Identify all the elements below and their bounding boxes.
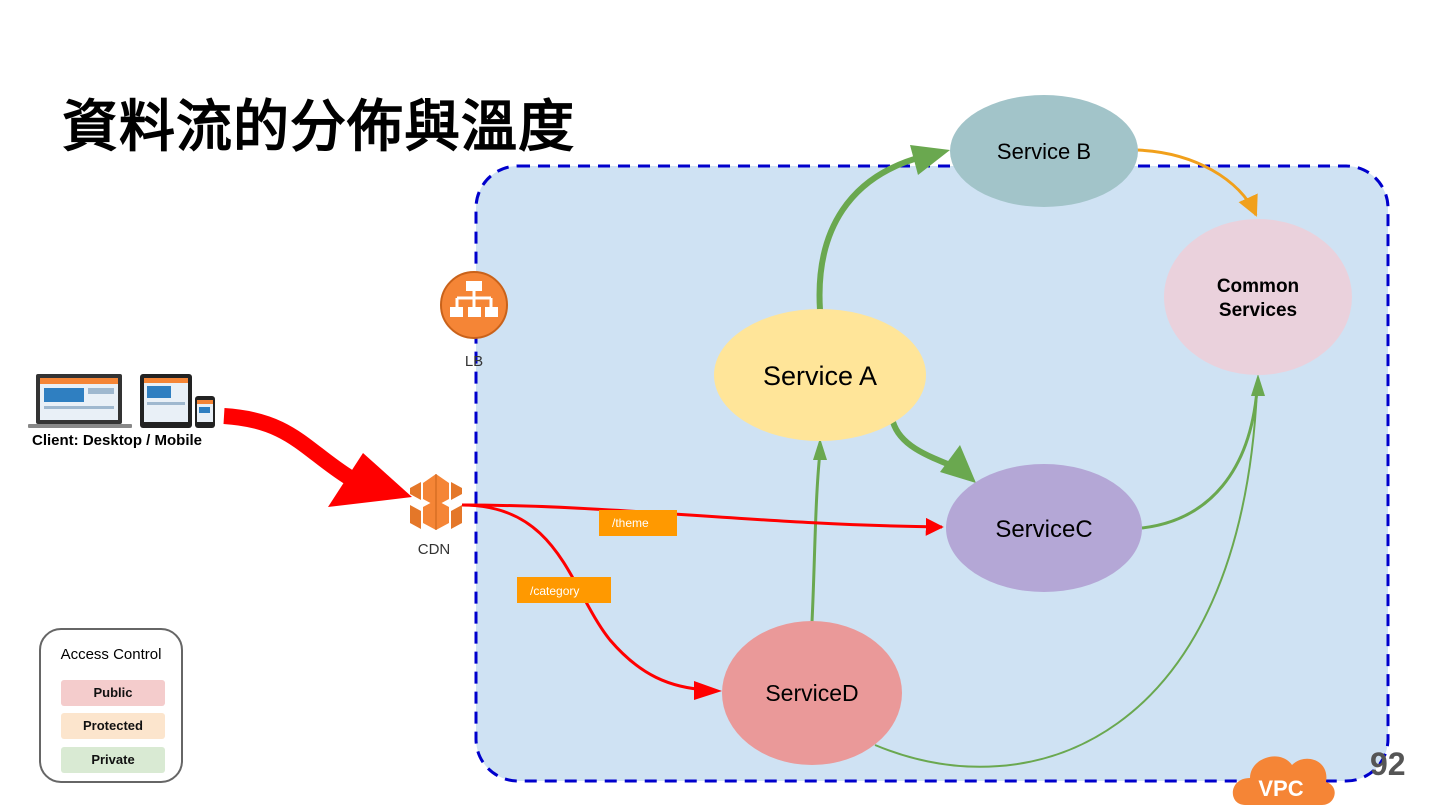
service-a-label: Service A [763,361,877,391]
vpc-label: VPC [1258,776,1303,801]
cdn-label: CDN [418,541,451,558]
laptop-icon [28,374,132,428]
flow-c-to-common [1141,389,1259,530]
service-d-node [722,621,902,765]
vpc-cloud-icon [1232,756,1335,805]
load-balancer-icon [440,271,508,339]
flow-a-to-c [890,420,957,470]
legend-title: Access Control [60,646,162,663]
common-services-node [1164,219,1352,375]
page-title: 資料流的分佈與溫度 [62,95,575,160]
service-a-node [714,309,926,441]
cdn-icon [410,474,462,530]
flow-a-to-b [816,153,926,311]
service-d-label: ServiceD [765,680,858,706]
service-c-label: ServiceC [995,516,1092,543]
access-control-legend: Access Control Public Protected Private [39,628,183,783]
flow-client-to-cdn-arrowhead [328,453,412,507]
route-label-theme: /theme [612,516,649,530]
flow-b-to-common [1135,148,1258,217]
page-number: 92 [1370,746,1406,782]
legend-item-public: Public [61,680,165,706]
legend-item-private: Private [61,747,165,773]
vpc-region [474,164,1390,783]
service-b-node [950,95,1138,207]
common-services-label-line2: Services [1219,300,1297,321]
route-label-theme-box [599,510,677,536]
lb-label: LB [465,353,483,370]
flow-cdn-to-d-arrowhead [694,681,722,700]
tablet-icon [140,374,192,428]
legend-item-protected: Protected [61,713,165,739]
flow-client-to-cdn [223,408,355,485]
flow-cdn-to-d [461,503,709,692]
service-c-node [946,464,1142,592]
flow-d-to-a-arrowhead [813,438,827,460]
flow-a-to-b-arrowhead [910,145,950,175]
client-label: Client: Desktop / Mobile [32,432,203,449]
phone-icon [195,396,215,428]
route-label-category: /category [530,584,579,598]
route-label-category-box [517,577,611,603]
client-devices-image [24,370,224,430]
flow-d-to-a [810,451,822,623]
common-services-label-line1: Common [1217,276,1299,297]
service-b-label: Service B [997,139,1091,164]
flow-cdn-to-c [461,503,944,536]
flow-c-to-common-arrowhead [1251,374,1265,396]
flow-d-to-common [874,389,1258,768]
flow-a-to-c-arrowhead [940,445,976,483]
